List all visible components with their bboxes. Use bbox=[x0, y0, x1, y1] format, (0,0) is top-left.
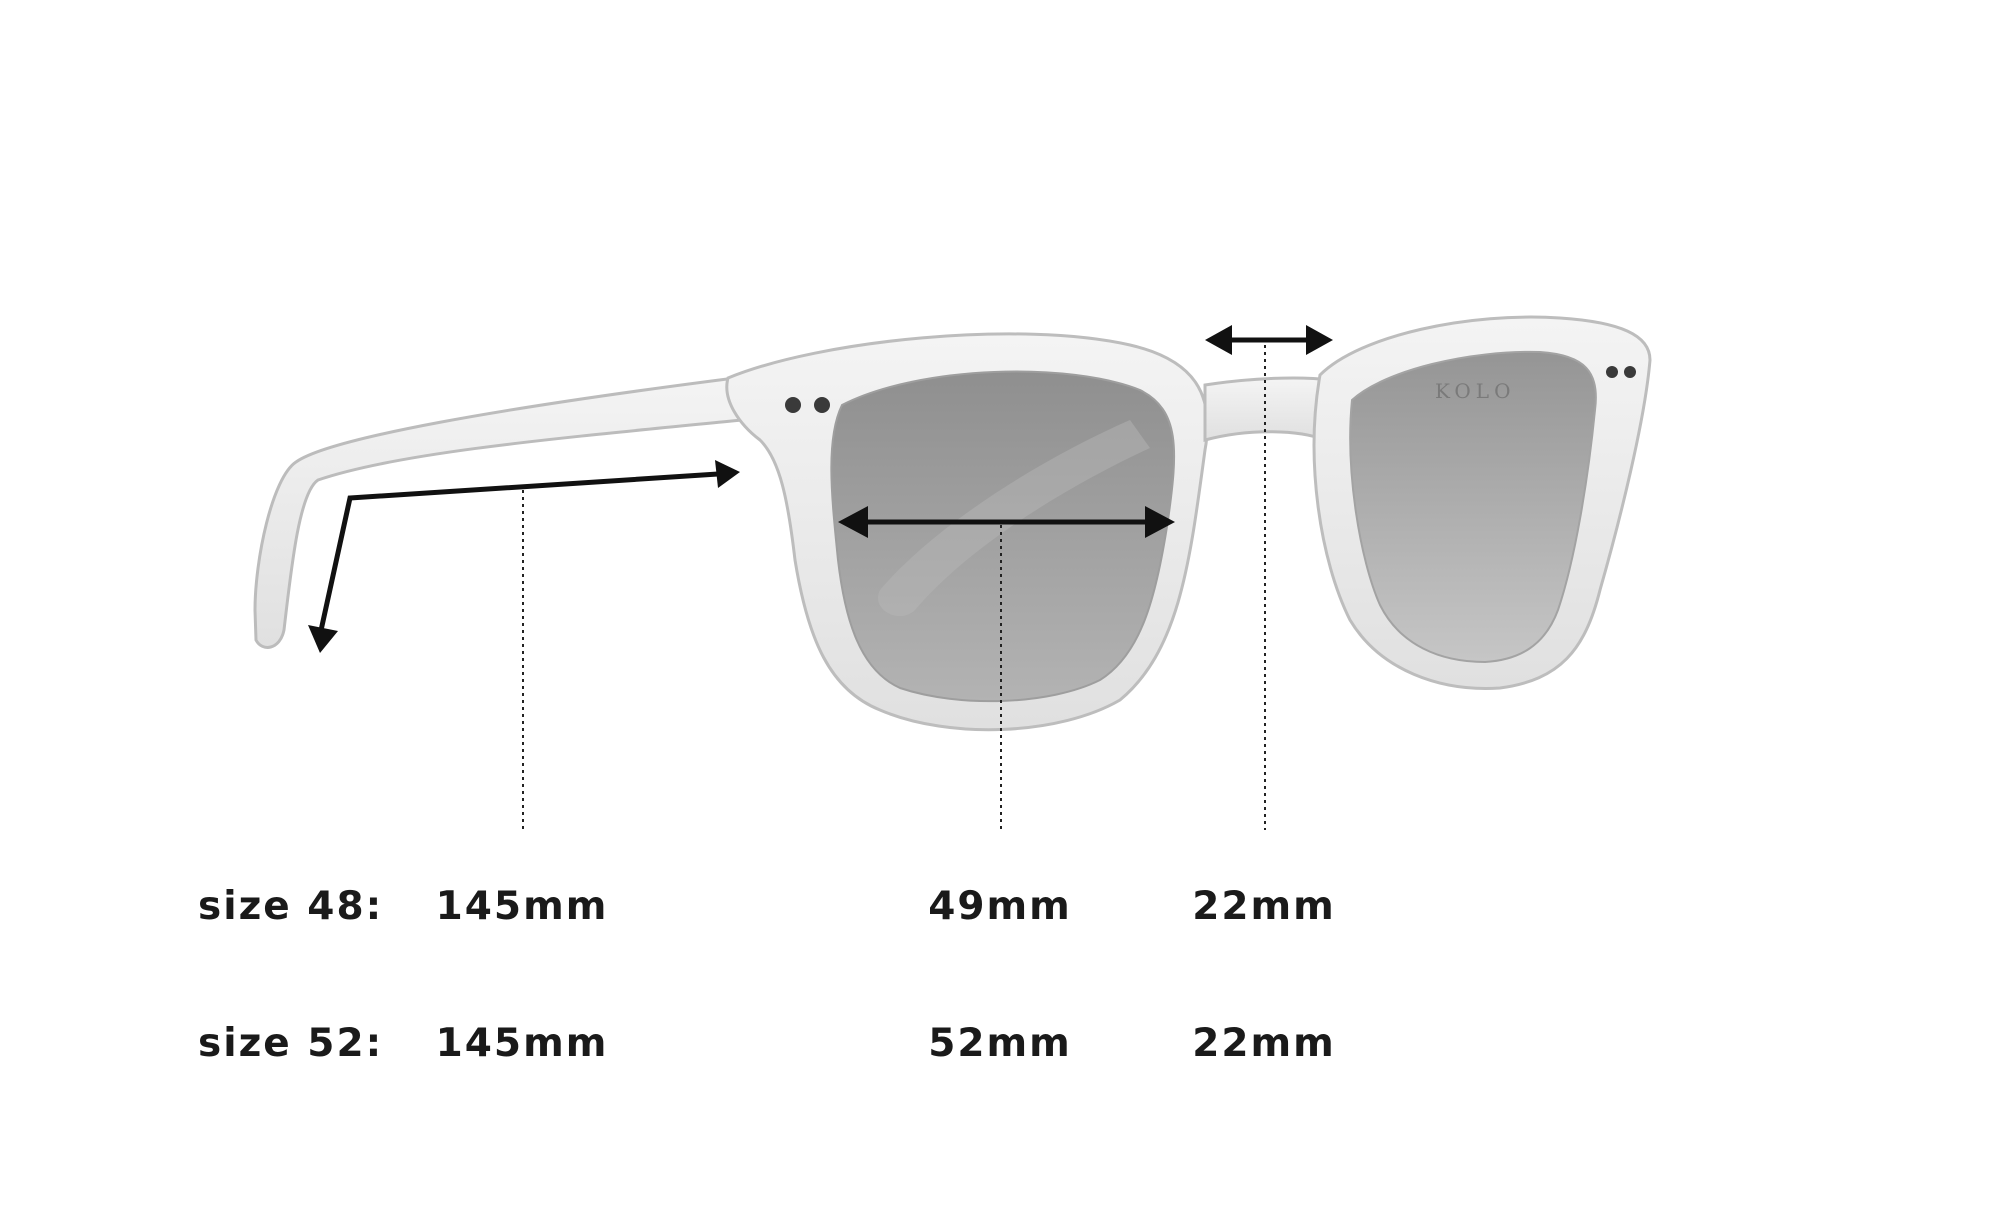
bridge bbox=[1203, 376, 1332, 443]
temple-arm bbox=[253, 376, 744, 649]
arrowhead-icon bbox=[1306, 325, 1333, 355]
rivet-icon bbox=[785, 397, 801, 413]
size-52-bridge-width: 22mm bbox=[1192, 1021, 1336, 1066]
leader-lines bbox=[522, 345, 1266, 830]
size-52-label: size 52: bbox=[198, 1021, 384, 1066]
bridge-width-arrow bbox=[1205, 325, 1333, 355]
left-lens-frame bbox=[725, 332, 1209, 732]
rivet-icon bbox=[814, 397, 830, 413]
temple-length-arrow bbox=[317, 471, 721, 638]
arrowhead-icon bbox=[308, 625, 338, 653]
size-48-lens-width: 49mm bbox=[928, 884, 1072, 929]
size-52-temple-length: 145mm bbox=[435, 1021, 609, 1066]
arrowhead-icon bbox=[1145, 506, 1175, 538]
arrowhead-icon bbox=[1205, 325, 1232, 355]
size-48-bridge-width: 22mm bbox=[1192, 884, 1336, 929]
size-52-lens-width: 52mm bbox=[928, 1021, 1072, 1066]
rivet-icon bbox=[1606, 366, 1618, 378]
brand-mark: KOLO bbox=[1435, 379, 1515, 403]
lens-width-arrow bbox=[838, 506, 1175, 538]
size-48-label: size 48: bbox=[198, 884, 384, 929]
size-48-temple-length: 145mm bbox=[435, 884, 609, 929]
right-lens-frame: KOLO bbox=[1312, 315, 1652, 690]
rivet-icon bbox=[1624, 366, 1636, 378]
arrowhead-icon bbox=[838, 506, 868, 538]
arrowhead-icon bbox=[715, 460, 740, 488]
